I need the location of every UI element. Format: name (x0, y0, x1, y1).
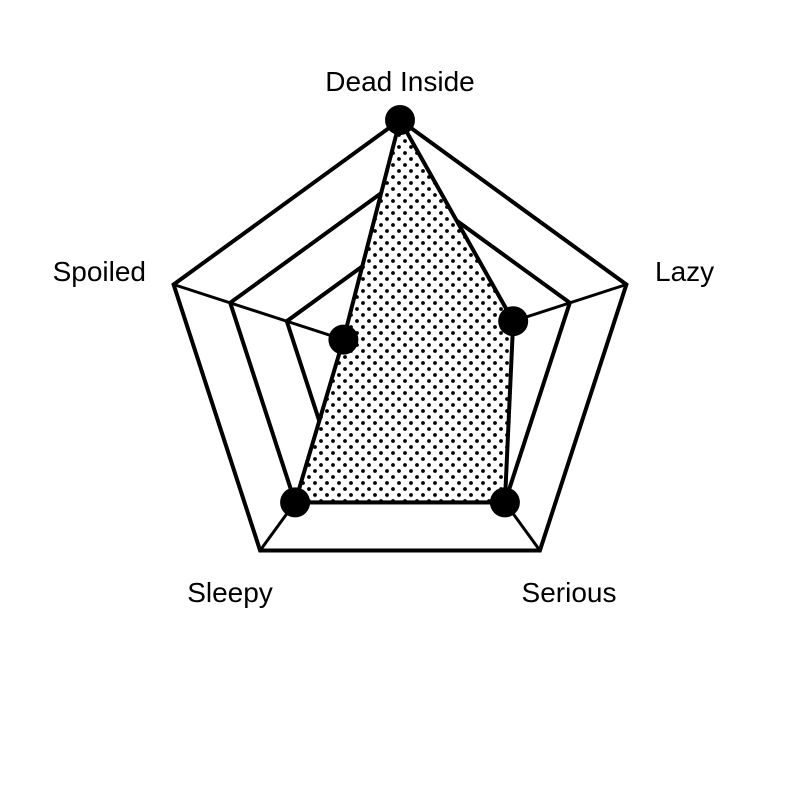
axis-label-spoiled: Spoiled (53, 256, 146, 287)
axis-labels: Dead Inside Lazy Serious Sleepy Spoiled (53, 66, 715, 608)
data-polygon (292, 114, 516, 505)
data-point-lazy (498, 306, 529, 337)
data-markers (280, 105, 529, 518)
axis-label-lazy: Lazy (655, 256, 714, 287)
data-point-sleepy (280, 487, 311, 518)
axis-label-sleepy: Sleepy (187, 577, 273, 608)
data-point-spoiled (328, 324, 359, 355)
data-point-dead-inside (385, 105, 415, 135)
grid-ring-4 (171, 117, 629, 553)
axis-label-dead-inside: Dead Inside (325, 66, 474, 97)
data-point-serious (489, 487, 520, 518)
axis-label-serious: Serious (522, 577, 617, 608)
